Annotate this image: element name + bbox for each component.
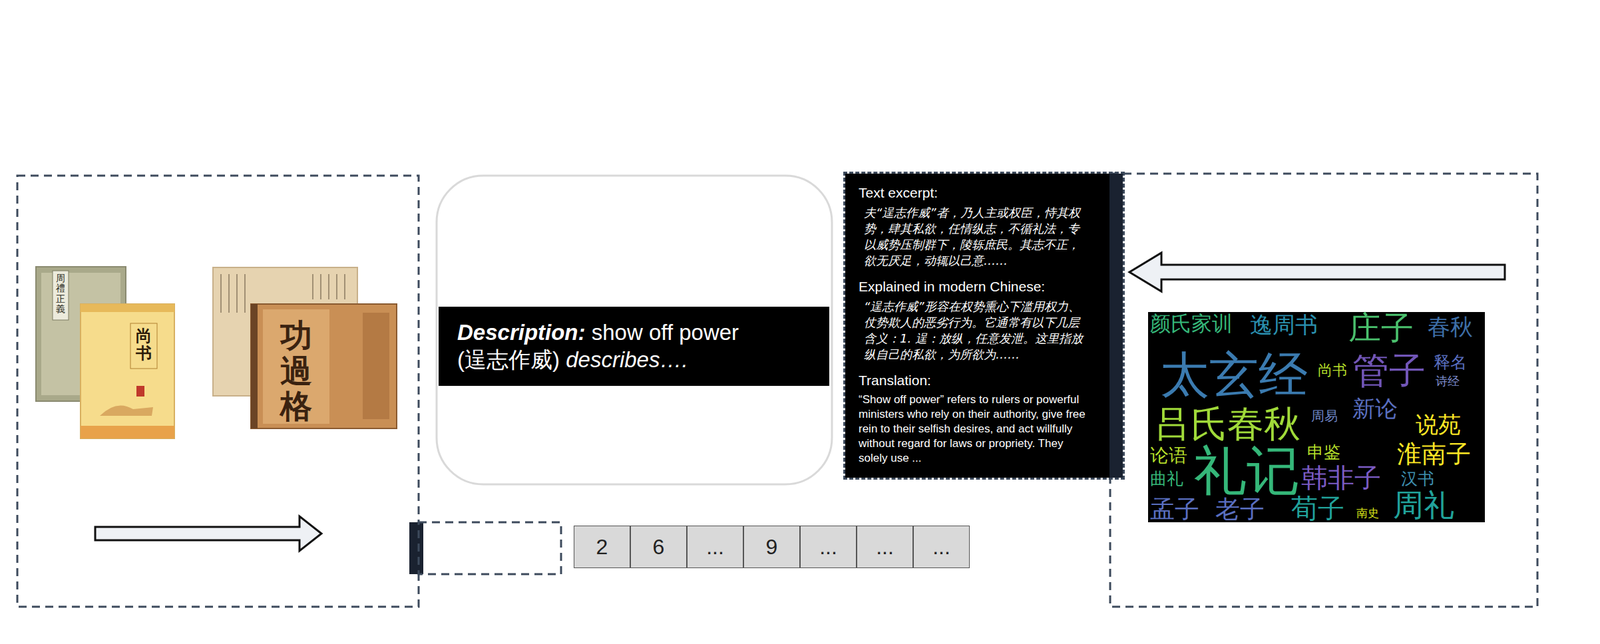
cloud-word: 尚书 xyxy=(1317,363,1348,379)
book-cover xyxy=(250,304,397,429)
dark-bar xyxy=(409,522,424,575)
description-band: Description:show off power (逞志作威)describe… xyxy=(438,306,830,387)
cloud-word: 荀子 xyxy=(1291,495,1345,523)
cloud-word: 管子 xyxy=(1352,352,1426,390)
description-text: Description:show off power (逞志作威)describe… xyxy=(457,319,739,374)
description-tail: describes…. xyxy=(565,347,688,373)
cloud-word: 春秋 xyxy=(1427,316,1473,339)
cloud-word: 韩非子 xyxy=(1301,465,1382,492)
cloud-word: 庄子 xyxy=(1348,312,1414,345)
table-cell: ... xyxy=(686,525,744,569)
table-cell: ... xyxy=(856,525,914,569)
title-panel xyxy=(262,309,330,424)
book-title: 功過格 xyxy=(280,318,313,424)
cloud-word: 淮南子 xyxy=(1397,442,1471,468)
cloud-word: 说苑 xyxy=(1415,413,1461,437)
text-panel: Text excerpt: 夫“逞志作威”者，乃人主或权臣，恃其权势，肆其私欲，任… xyxy=(845,173,1123,478)
panel-heading: Explained in modern Chinese: xyxy=(858,278,1087,295)
cloud-word: 申鉴 xyxy=(1307,444,1341,462)
table-cell: 2 xyxy=(573,525,631,569)
cloud-word: 太玄经 xyxy=(1160,350,1308,400)
cloud-word: 吕氏春秋 xyxy=(1154,405,1301,443)
cloud-word: 释名 xyxy=(1433,354,1467,372)
description-term: (逞志作威) xyxy=(457,347,560,373)
panel-body: 夫“逞志作威”者，乃人主或权臣，恃其权势，肆其私欲，任情纵志，不循礼法，专以威势… xyxy=(858,204,1087,269)
cloud-word: 颜氏家训 xyxy=(1150,314,1233,335)
book-title: 尚书 xyxy=(135,327,152,363)
cloud-word: 逸周书 xyxy=(1249,314,1318,337)
book-spine xyxy=(250,304,258,429)
seal xyxy=(136,386,145,397)
panel-heading: Translation: xyxy=(858,372,1087,389)
rounded-frame xyxy=(436,175,832,485)
book-band xyxy=(80,425,175,439)
cloud-word: 曲礼 xyxy=(1150,471,1184,488)
cloud-word: 礼记 xyxy=(1193,444,1300,498)
table-cell: 6 xyxy=(630,525,687,569)
cloud-word: 新论 xyxy=(1352,398,1398,421)
cloud-word: 孟子 xyxy=(1150,497,1200,523)
cloud-word: 诗经 xyxy=(1435,375,1460,388)
table-cell: ... xyxy=(800,525,857,569)
table-cell: 9 xyxy=(743,525,800,569)
cloud-word: 论语 xyxy=(1150,446,1188,466)
word-cloud xyxy=(1148,312,1485,523)
cloud-word: 老子 xyxy=(1215,497,1265,523)
dashed-slot xyxy=(418,522,562,575)
description-phrase: show off power xyxy=(591,320,739,345)
title-frame xyxy=(130,323,158,369)
table-cell: ... xyxy=(913,525,970,569)
chariot-sketch xyxy=(99,405,154,416)
hollow-arrow xyxy=(1129,252,1505,292)
cloud-word: 南史 xyxy=(1356,507,1380,520)
cloud-word: 周易 xyxy=(1311,409,1338,424)
description-heading: Description: xyxy=(457,320,586,345)
book-title: 周禮正義 xyxy=(55,273,66,315)
panel-body: “逞志作威”形容在权势熏心下滥用权力、仗势欺人的恶劣行为。它通常有以下几层含义：… xyxy=(858,298,1087,363)
hollow-arrow xyxy=(95,516,322,552)
dashed-group xyxy=(17,175,419,607)
title-slip xyxy=(52,270,69,321)
book-cover xyxy=(80,304,175,439)
cloud-word: 周礼 xyxy=(1393,489,1455,521)
panel-body: “Show off power” refers to rulers or pow… xyxy=(858,392,1087,466)
dashed-group xyxy=(1110,173,1538,607)
cloud-word: 汉书 xyxy=(1400,471,1435,488)
book-band xyxy=(80,304,175,313)
book-detail xyxy=(362,312,390,420)
panel-heading: Text excerpt: xyxy=(858,184,1087,201)
